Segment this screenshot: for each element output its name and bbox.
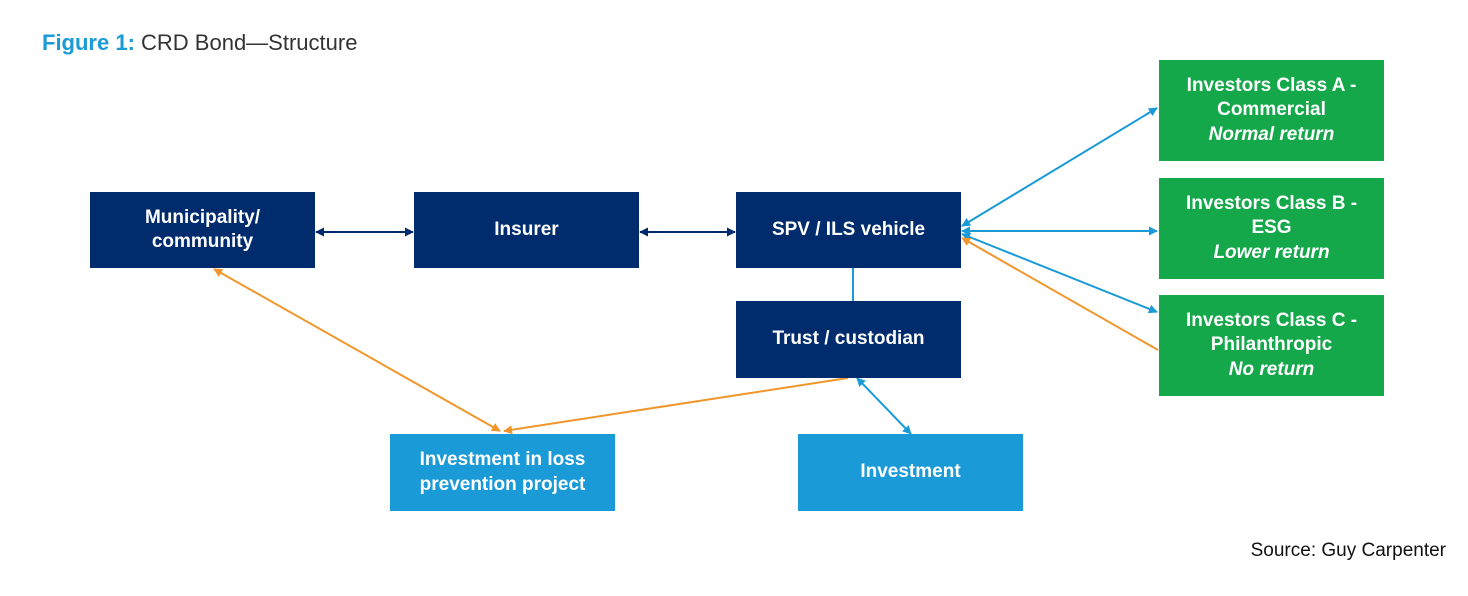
municipality-line2: community — [151, 231, 254, 252]
class-a-box: Investors Class A - Commercial Normal re… — [1159, 60, 1384, 161]
insurer-label: Insurer — [494, 218, 559, 240]
trust-label: Trust / custodian — [772, 328, 925, 350]
figure-label: Figure 1: — [42, 30, 135, 55]
investment-box: Investment — [798, 434, 1023, 511]
loss-prevention-box: Investment in loss prevention project — [390, 434, 615, 511]
loss-prevention-line1: Investment in loss — [419, 449, 586, 471]
spv-box: SPV / ILS vehicle — [736, 192, 961, 268]
municipality-line1: Municipality/ — [144, 206, 261, 228]
arrow-class-c-spv — [961, 237, 1159, 351]
arrow-trust-investment — [856, 377, 912, 435]
source-note: Source: Guy Carpenter — [1250, 540, 1446, 561]
class-a-return: Normal return — [1208, 123, 1335, 145]
investment-label: Investment — [860, 461, 961, 483]
class-b-return: Lower return — [1213, 241, 1330, 263]
arrow-spv-class-a — [961, 107, 1158, 227]
loss-prevention-line2: prevention project — [419, 473, 586, 495]
arrow-trust-loss-prevention — [503, 377, 849, 435]
class-c-line1: Investors Class C - — [1185, 310, 1358, 332]
municipality-box: Municipality/ community — [90, 192, 315, 268]
class-b-box: Investors Class B - ESG Lower return — [1159, 178, 1384, 279]
class-a-line2: Commercial — [1217, 99, 1326, 121]
class-c-box: Investors Class C - Philanthropic No ret… — [1159, 295, 1384, 396]
arrow-spv-class-c — [961, 232, 1158, 314]
class-b-line2: ESG — [1251, 217, 1292, 239]
insurer-box: Insurer — [414, 192, 639, 268]
class-a-line1: Investors Class A - — [1186, 75, 1357, 97]
figure-title: Figure 1: CRD Bond—Structure — [42, 30, 357, 56]
class-c-return: No return — [1228, 358, 1315, 380]
figure-title-text: CRD Bond—Structure — [141, 30, 358, 55]
trust-box: Trust / custodian — [736, 301, 961, 378]
class-c-line2: Philanthropic — [1210, 334, 1333, 356]
class-b-line1: Investors Class B - — [1185, 193, 1358, 215]
arrow-loss-prevention-municipality — [213, 268, 501, 432]
spv-label: SPV / ILS vehicle — [771, 218, 926, 240]
